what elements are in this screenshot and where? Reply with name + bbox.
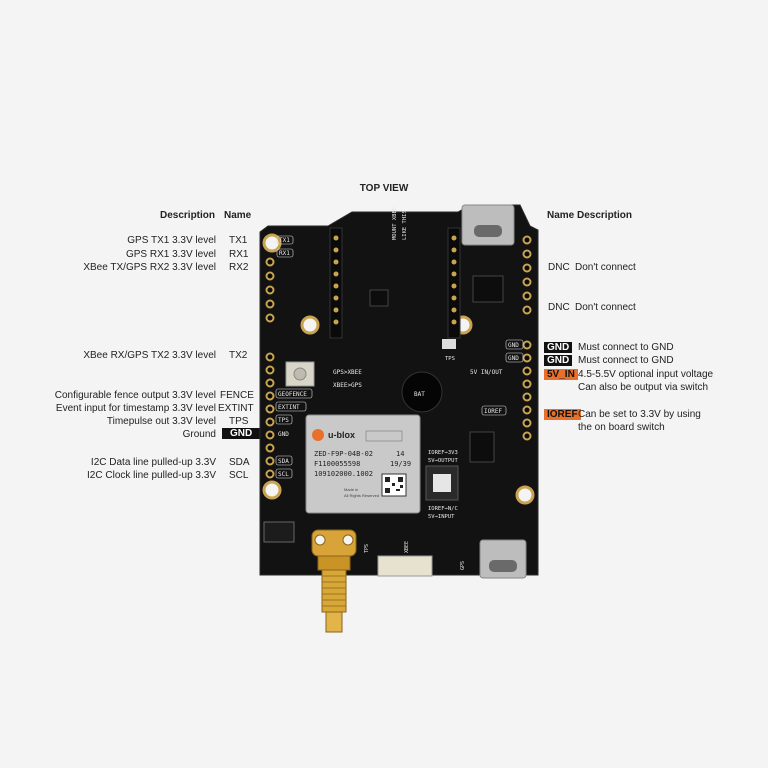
pin-name-rx2: RX2 [229,262,249,273]
pin-name-gnd-r2: GND [544,355,573,366]
pin-name-sda: SDA [229,457,250,468]
silk-scl: SCL [278,471,289,478]
sma-antenna-connector-icon [311,529,357,633]
pin-desc-ioref: Can be set to 3.3V by using [578,409,701,420]
silk-xbee: XBEE [404,541,410,553]
ic-chip-icon [469,431,495,463]
silk-ioref-3v3: IOREF→3V3 [428,450,458,456]
pin-desc-rx2: XBee TX/GPS RX2 3.3V level [83,262,216,273]
module-brand: u-blox [328,430,355,440]
silk-gnd-r1: GND [508,342,519,349]
module-right-2: 19/39 [390,460,411,468]
left-name-header: Name [224,210,252,221]
silk-xbee-gps: XBEE>GPS [333,382,362,389]
silk-tx1: TX1 [279,237,290,244]
right-name-header: Name [547,210,575,221]
pin-desc-5vin: 4.5-5.5V optional input voltage [578,369,714,380]
pin-name-rx1: RX1 [229,249,249,260]
silk-tps: TPS [278,417,289,424]
pin-name-tps: TPS [229,416,249,427]
pin-name-ioref-wrap: IOREF [544,409,581,420]
silk-5v-output: 5V→OUTPUT [428,458,458,464]
left-description-header: Description [160,210,216,221]
mount-hole-icon [262,233,282,253]
pin-name-gnd: GND [222,428,261,439]
silk-tps-bottom: TPS [364,544,370,553]
module-line-2: F1100055598 [314,460,360,468]
silk-rx1: RX1 [279,250,290,257]
mount-hole-icon [262,480,282,500]
silk-ioref-nc: IOREF→N/C [428,506,458,512]
module-footer-2: All Rights Reserved [344,493,379,498]
pin-name-extint: EXTINT [218,403,254,414]
pin-name-ioref: IOREF [544,409,581,420]
pin-name-fence: FENCE [220,390,254,401]
pin-name-gnd-r2-wrap: GND [544,355,573,366]
silk-like-this: LIKE THIS [402,210,408,240]
ublox-logo-icon [312,429,324,441]
pin-name-gnd-wrap: GND [222,428,261,439]
pin-desc-rx1: GPS RX1 3.3V level [125,249,216,260]
silk-mount-xbee: MOUNT XBEE [392,207,398,240]
pin-desc-sda: I2C Data line pulled-up 3.3V [90,457,216,468]
usb-c-bottom-icon [479,539,527,579]
silk-extint: EXTINT [278,404,300,411]
pin-desc-tx1: GPS TX1 3.3V level [127,235,216,246]
pin-name-tx2: TX2 [229,350,248,361]
module-line-3: 109102000.1002 [314,470,373,478]
silk-geofence: GEOFENCE [278,391,307,398]
silk-tps-top: TPS [445,356,455,362]
pcb-outline [259,204,539,576]
pin-desc-tps: Timepulse out 3.3V level [106,416,216,427]
diagram-title: TOP VIEW [359,183,409,194]
pin-desc-gnd-r2: Must connect to GND [578,355,674,366]
pin-desc2-ioref: the on board switch [578,422,665,433]
pin-name-tx1: TX1 [229,235,248,246]
ic-chip-icon [472,275,504,303]
mount-hole-icon [515,485,535,505]
ic-chip-icon [369,289,389,307]
silk-sda: SDA [278,458,289,465]
silk-gnd: GND [278,431,289,438]
pin-desc-extint: Event input for timestamp 3.3V level [55,403,216,414]
pin-desc-tx2: XBee RX/GPS TX2 3.3V level [83,350,216,361]
mount-hole-icon [300,315,320,335]
silk-gps: GPS [460,561,466,570]
silk-5v-input: 5V→INPUT [428,514,455,520]
switch-icon [425,465,459,501]
pin-name-gnd-r1-wrap: GND [544,342,573,353]
silk-5v-inout: 5V IN/OUT [470,369,503,376]
pin-name-scl: SCL [229,470,249,481]
module-right-1: 14 [396,450,404,458]
pin-name-5vin: 5V_IN [544,369,578,380]
silk-gps-xbee: GPS>XBEE [333,369,362,376]
pin-name-dnc-2: DNC [548,302,570,313]
silk-ioref: IOREF [484,408,502,415]
pin-name-dnc-1: DNC [548,262,570,273]
pin-desc-fence: Configurable fence output 3.3V level [54,390,216,401]
pin-name-gnd-r1: GND [544,342,573,353]
right-description-header: Description [577,210,633,221]
pin-name-5vin-wrap: 5V_IN [544,369,578,380]
pin-desc-dnc-2: Don't connect [575,302,636,313]
battery-icon [401,371,443,413]
module-line-1: ZED-F9P-04B-02 [314,450,373,458]
pin-desc-scl: I2C Clock line pulled-up 3.3V [87,470,216,481]
module-footer-1: Made in [344,487,358,492]
silk-bat: BAT [414,391,425,398]
pin-desc-dnc-1: Don't connect [575,262,636,273]
silk-gnd-r2: GND [508,355,519,362]
pin-desc2-5vin: Can also be output via switch [578,382,709,393]
pin-desc-gnd: Ground [182,429,216,440]
pin-desc-gnd-r1: Must connect to GND [578,342,674,353]
